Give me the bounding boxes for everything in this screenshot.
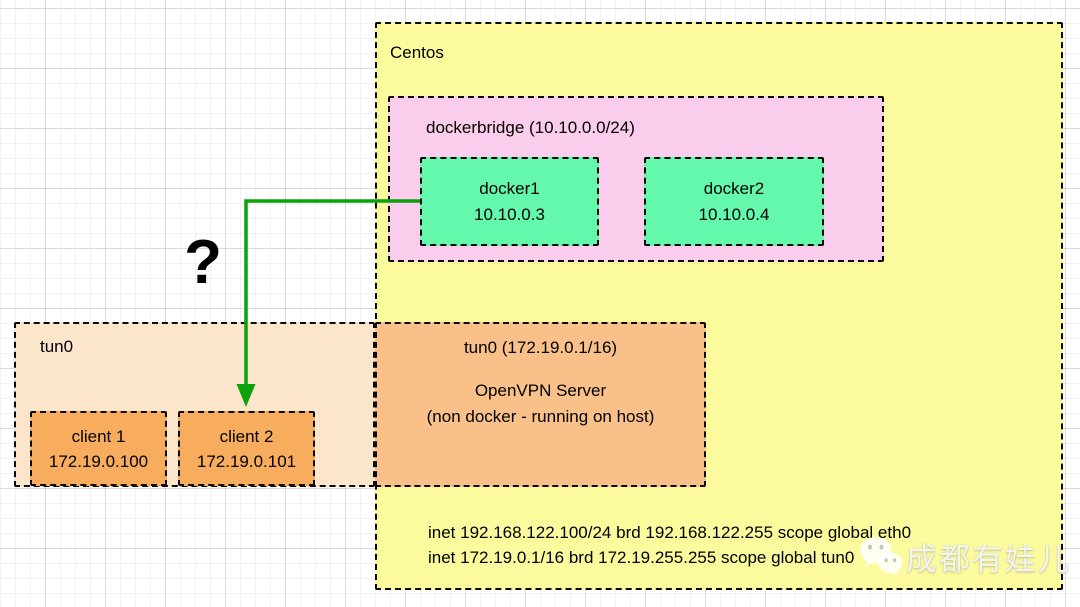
- client1-box: client 1 172.19.0.100: [30, 411, 167, 486]
- openvpn-tun0-label: tun0 (172.19.0.1/16): [463, 338, 618, 357]
- question-mark-annotation: ?: [184, 228, 222, 297]
- client2-box: client 2 172.19.0.101: [178, 411, 315, 486]
- client2-name: client 2: [219, 426, 274, 446]
- inet-line-tun0: inet 172.19.0.1/16 brd 172.19.255.255 sc…: [428, 547, 855, 567]
- dockerbridge-label: dockerbridge (10.10.0.0/24): [426, 118, 635, 137]
- client1-name: client 1: [71, 426, 126, 446]
- docker1-container-box: docker1 10.10.0.3: [420, 157, 599, 246]
- inet-line-eth0: inet 192.168.122.100/24 brd 192.168.122.…: [428, 523, 912, 542]
- client2-ip: 172.19.0.101: [196, 451, 297, 471]
- openvpn-subtitle: (non docker - running on host): [426, 407, 655, 426]
- docker2-container-box: docker2 10.10.0.4: [644, 157, 824, 246]
- docker2-ip: 10.10.0.4: [698, 204, 770, 224]
- docker2-name: docker2: [703, 178, 765, 198]
- centos-label: Centos: [390, 43, 444, 62]
- docker1-ip: 10.10.0.3: [474, 204, 545, 224]
- openvpn-title: OpenVPN Server: [474, 381, 607, 400]
- client1-ip: 172.19.0.100: [48, 451, 149, 471]
- inet-output-text: inet 192.168.122.100/24 brd 192.168.122.…: [428, 521, 911, 570]
- tun0-label: tun0: [40, 337, 74, 356]
- openvpn-server-box: tun0 (172.19.0.1/16) OpenVPN Server (non…: [375, 322, 706, 487]
- docker1-name: docker1: [479, 178, 540, 198]
